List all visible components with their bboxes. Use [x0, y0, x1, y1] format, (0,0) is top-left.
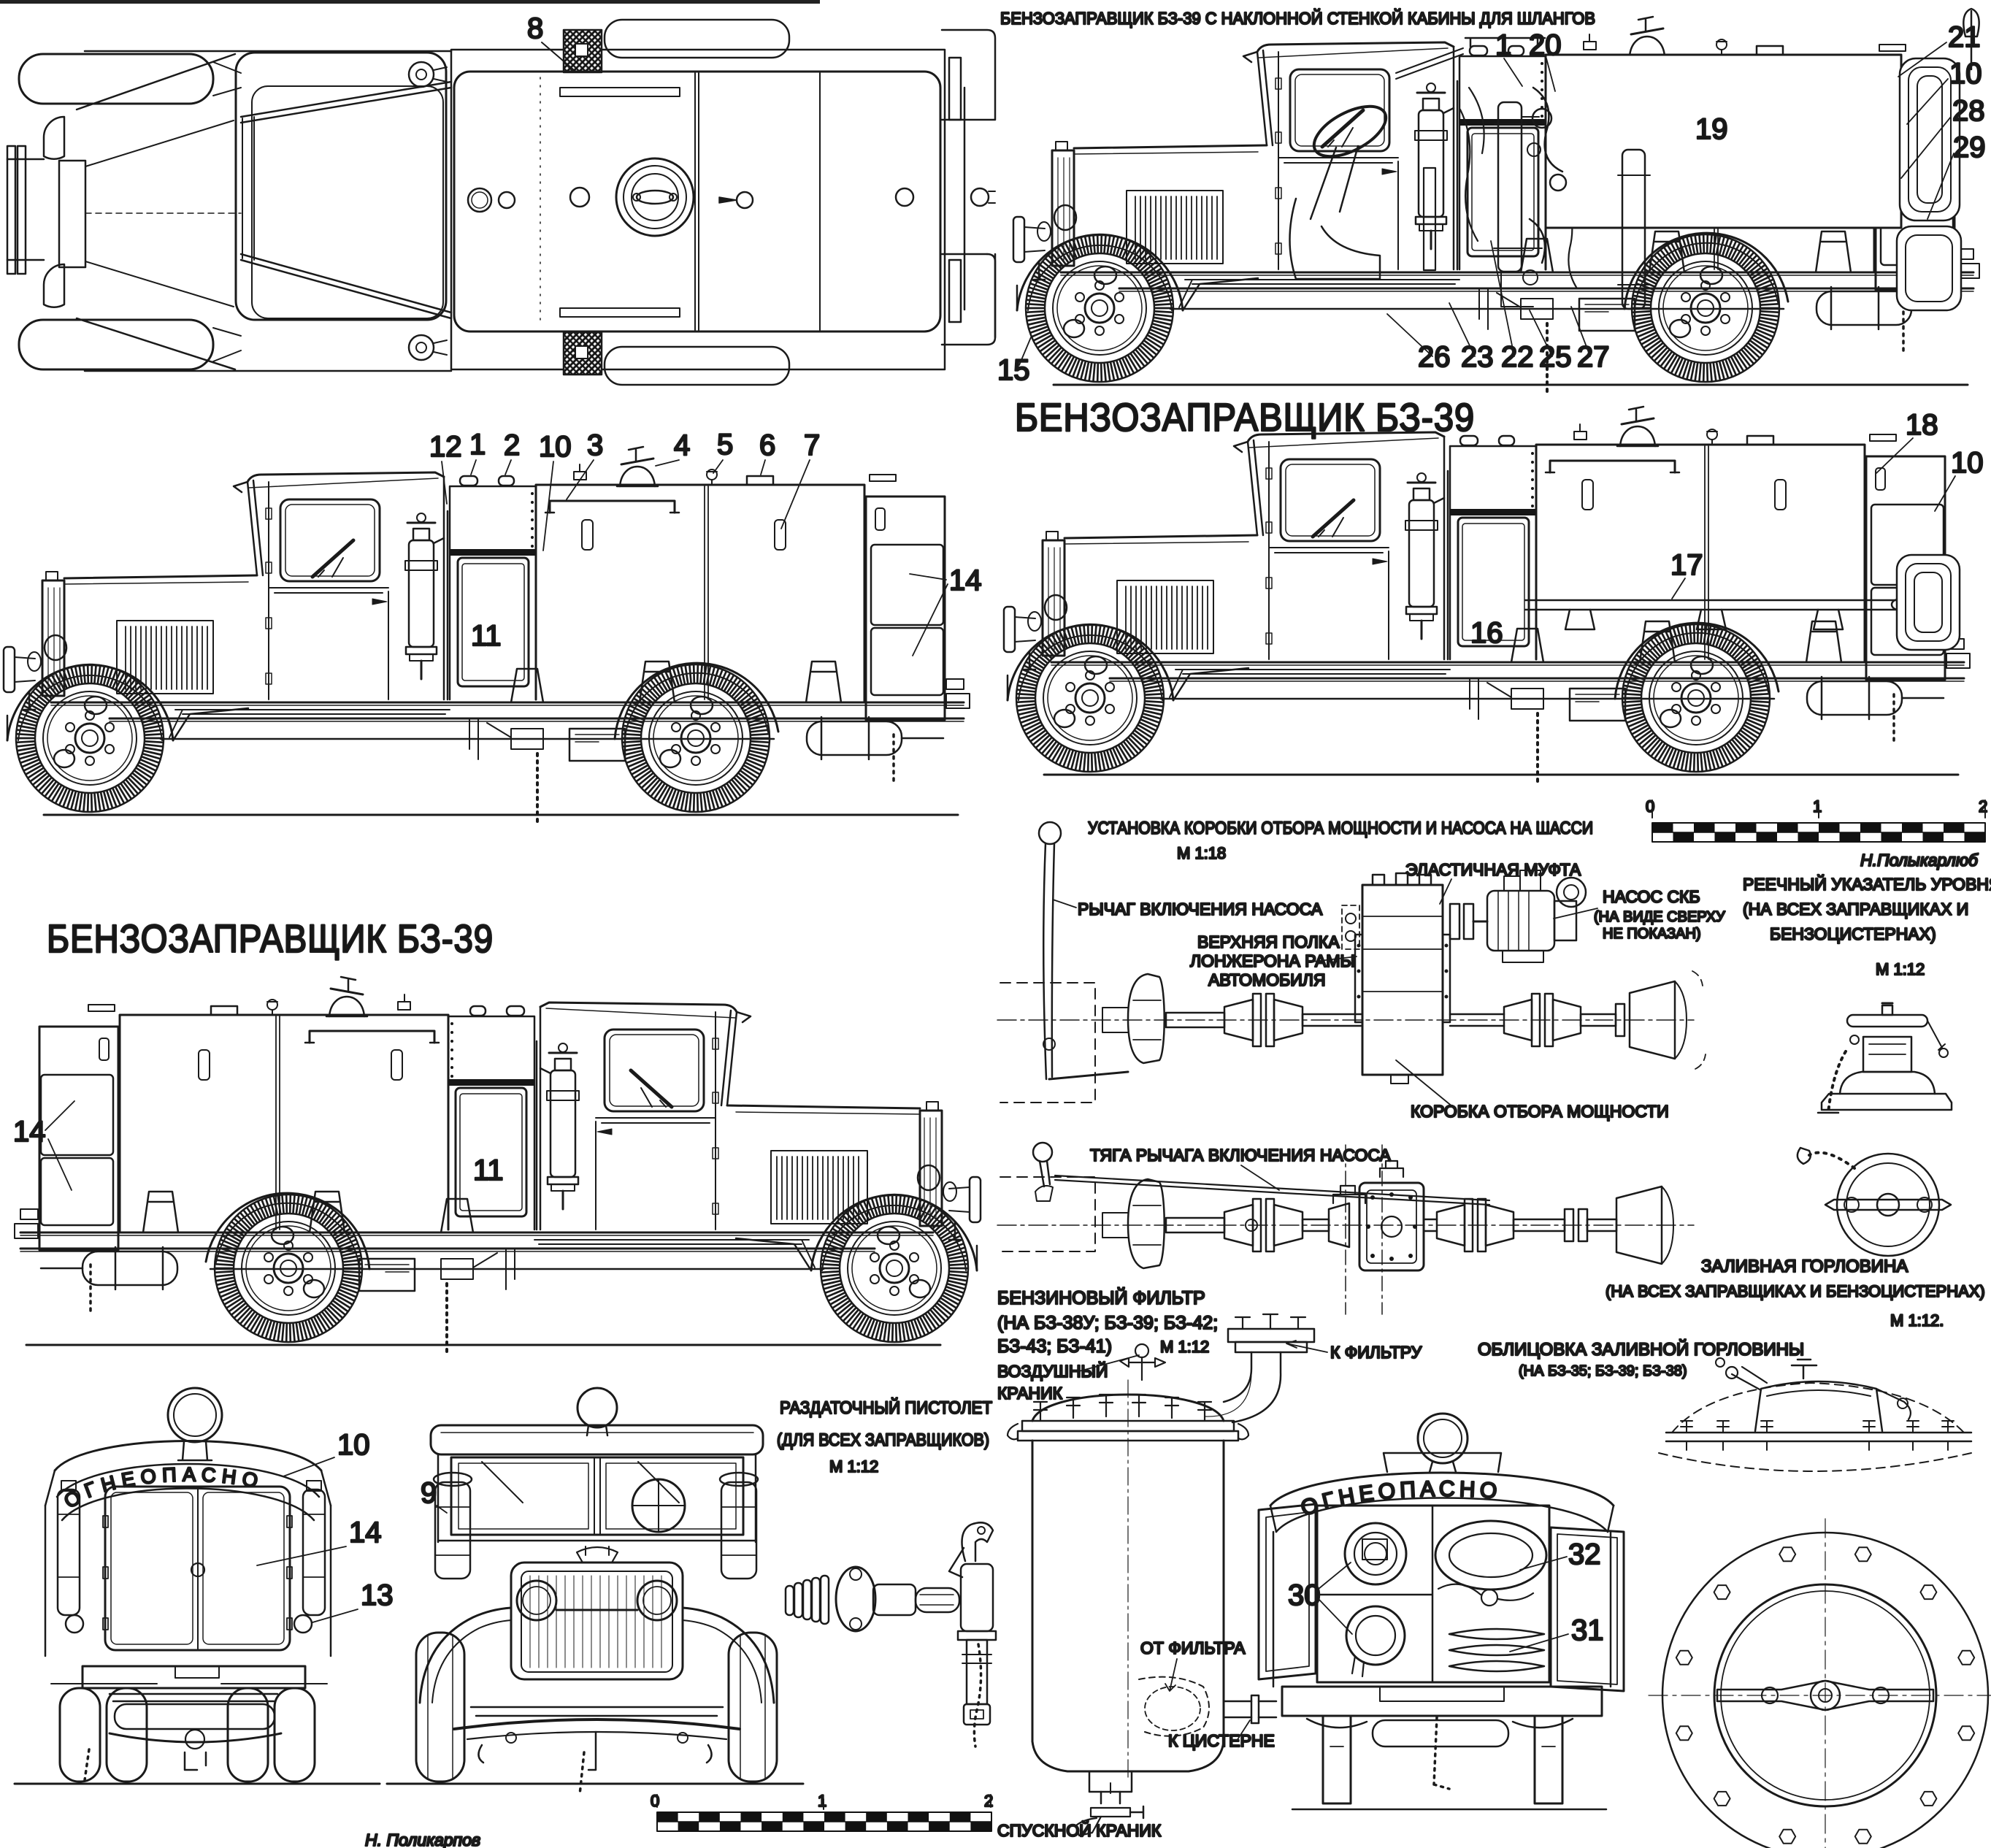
svg-text:10: 10: [1949, 58, 1982, 90]
svg-text:16: 16: [1470, 617, 1503, 649]
svg-text:14: 14: [13, 1116, 46, 1148]
svg-text:1: 1: [818, 1792, 826, 1810]
svg-text:РЫЧАГ ВКЛЮЧЕНИЯ НАСОСА: РЫЧАГ ВКЛЮЧЕНИЯ НАСОСА: [1078, 900, 1323, 919]
svg-text:0: 0: [651, 1792, 659, 1810]
svg-text:НАСОС СКБ: НАСОС СКБ: [1603, 887, 1700, 906]
svg-text:6: 6: [759, 429, 775, 461]
svg-text:Н. Поликарпов: Н. Поликарпов: [365, 1830, 480, 1848]
svg-text:29: 29: [1953, 131, 1986, 164]
svg-text:22: 22: [1501, 341, 1534, 373]
svg-text:32: 32: [1568, 1538, 1601, 1571]
svg-text:КРАНИК: КРАНИК: [997, 1384, 1063, 1403]
svg-text:23: 23: [1461, 341, 1494, 373]
svg-text:К ЦИСТЕРНЕ: К ЦИСТЕРНЕ: [1168, 1731, 1275, 1750]
svg-text:1: 1: [1813, 797, 1822, 816]
svg-text:ОТ ФИЛЬТРА: ОТ ФИЛЬТРА: [1140, 1638, 1246, 1657]
svg-text:КОРОБКА ОТБОРА МОЩНОСТИ: КОРОБКА ОТБОРА МОЩНОСТИ: [1411, 1102, 1669, 1121]
svg-text:19: 19: [1695, 113, 1728, 145]
svg-text:2: 2: [984, 1792, 993, 1810]
svg-text:10: 10: [337, 1429, 370, 1461]
svg-text:8: 8: [527, 12, 543, 45]
svg-text:РЕЕЧНЫЙ УКАЗАТЕЛЬ УРОВНЯ: РЕЕЧНЫЙ УКАЗАТЕЛЬ УРОВНЯ: [1743, 874, 1991, 894]
svg-text:7: 7: [804, 429, 820, 461]
svg-text:1: 1: [469, 429, 486, 461]
svg-text:ТЯГА РЫЧАГА ВКЛЮЧЕНИЯ НАСОСА: ТЯГА РЫЧАГА ВКЛЮЧЕНИЯ НАСОСА: [1090, 1146, 1391, 1165]
svg-text:РАЗДАТОЧНЫЙ ПИСТОЛЕТ: РАЗДАТОЧНЫЙ ПИСТОЛЕТ: [780, 1397, 992, 1418]
svg-text:ОГНЕОПАСНО: ОГНЕОПАСНО: [1297, 1477, 1502, 1521]
svg-text:НЕ ПОКАЗАН): НЕ ПОКАЗАН): [1603, 926, 1701, 942]
svg-text:15: 15: [997, 354, 1030, 386]
svg-text:ОБЛИЦОВКА ЗАЛИВНОЙ ГОРЛОВИНЫ: ОБЛИЦОВКА ЗАЛИВНОЙ ГОРЛОВИНЫ: [1478, 1339, 1804, 1360]
svg-text:1: 1: [1495, 29, 1511, 61]
svg-text:М 1:12: М 1:12: [1876, 960, 1925, 978]
svg-text:28: 28: [1952, 95, 1985, 127]
svg-text:М 1:18: М 1:18: [1177, 844, 1226, 862]
svg-text:10: 10: [539, 431, 572, 463]
svg-text:18: 18: [1906, 409, 1938, 441]
svg-text:БЕНЗОЗАПРАВЩИК БЗ-39 С НАКЛОНН: БЕНЗОЗАПРАВЩИК БЗ-39 С НАКЛОННОЙ СТЕНКОЙ…: [1000, 8, 1595, 28]
svg-text:13: 13: [361, 1579, 394, 1611]
svg-text:АВТОМОБИЛЯ: АВТОМОБИЛЯ: [1208, 970, 1325, 989]
svg-text:12: 12: [429, 431, 462, 463]
svg-text:ОГНЕОПАСНО: ОГНЕОПАСНО: [60, 1463, 265, 1512]
svg-text:БЗ-43; БЗ-41): БЗ-43; БЗ-41): [997, 1336, 1112, 1357]
svg-text:25: 25: [1539, 341, 1572, 373]
svg-text:3: 3: [587, 429, 603, 461]
svg-text:14: 14: [949, 564, 982, 597]
svg-text:БЕНЗОЗАПРАВЩИК БЗ-39: БЕНЗОЗАПРАВЩИК БЗ-39: [47, 917, 494, 961]
svg-text:11: 11: [473, 1154, 504, 1186]
svg-text:2: 2: [504, 429, 520, 461]
svg-text:11: 11: [471, 620, 502, 652]
svg-text:БЕНЗИНОВЫЙ ФИЛЬТР: БЕНЗИНОВЫЙ ФИЛЬТР: [997, 1287, 1205, 1308]
svg-text:Н.Полыкарлюб: Н.Полыкарлюб: [1860, 851, 1979, 870]
svg-text:4: 4: [674, 429, 690, 461]
svg-text:(НА ВСЕХ ЗАПРАВЩИКАХ И: (НА ВСЕХ ЗАПРАВЩИКАХ И: [1743, 900, 1968, 919]
svg-text:31: 31: [1571, 1614, 1604, 1646]
svg-text:(НА ВСЕХ ЗАПРАВЩИКАХ И БЕНЗОЦИ: (НА ВСЕХ ЗАПРАВЩИКАХ И БЕНЗОЦИСТЕРНАХ): [1606, 1282, 1985, 1300]
svg-text:2: 2: [1979, 797, 1987, 816]
svg-text:(НА ВИДЕ СВЕРХУ: (НА ВИДЕ СВЕРХУ: [1594, 909, 1725, 925]
svg-text:ЛОНЖЕРОНА РАМЫ: ЛОНЖЕРОНА РАМЫ: [1190, 951, 1355, 970]
svg-text:УСТАНОВКА КОРОБКИ ОТБОРА МОЩНО: УСТАНОВКА КОРОБКИ ОТБОРА МОЩНОСТИ И НАСО…: [1088, 818, 1593, 838]
svg-text:ЭЛАСТИЧНАЯ МУФТА: ЭЛАСТИЧНАЯ МУФТА: [1405, 860, 1581, 879]
svg-text:10: 10: [1951, 447, 1984, 479]
svg-text:М 1:12: М 1:12: [1160, 1338, 1209, 1356]
svg-text:ВОЗДУШНЫЙ: ВОЗДУШНЫЙ: [997, 1361, 1108, 1381]
svg-text:К ФИЛЬТРУ: К ФИЛЬТРУ: [1330, 1343, 1422, 1362]
svg-text:0: 0: [1646, 797, 1654, 816]
svg-text:(НА БЗ-35; БЗ-39; БЗ-38): (НА БЗ-35; БЗ-39; БЗ-38): [1519, 1363, 1687, 1379]
svg-text:БЕНЗОЦИСТЕРНАХ): БЕНЗОЦИСТЕРНАХ): [1770, 924, 1936, 943]
svg-text:21: 21: [1948, 21, 1981, 53]
svg-text:(ДЛЯ ВСЕХ ЗАПРАВЩИКОВ): (ДЛЯ ВСЕХ ЗАПРАВЩИКОВ): [777, 1430, 989, 1450]
svg-text:9: 9: [421, 1477, 437, 1509]
svg-text:26: 26: [1418, 341, 1451, 373]
svg-text:14: 14: [349, 1517, 382, 1549]
svg-text:17: 17: [1670, 549, 1703, 581]
svg-text:ЗАЛИВНАЯ ГОРЛОВИНА: ЗАЛИВНАЯ ГОРЛОВИНА: [1701, 1257, 1908, 1276]
svg-text:5: 5: [717, 429, 733, 461]
svg-text:БЕНЗОЗАПРАВЩИК БЗ-39: БЕНЗОЗАПРАВЩИК БЗ-39: [1015, 396, 1475, 440]
svg-text:М 1:12.: М 1:12.: [1890, 1311, 1944, 1330]
svg-text:27: 27: [1577, 341, 1610, 373]
svg-text:М 1:12: М 1:12: [829, 1457, 878, 1476]
svg-text:20: 20: [1529, 29, 1562, 61]
svg-text:(НА БЗ-38У; БЗ-39; БЗ-42;: (НА БЗ-38У; БЗ-39; БЗ-42;: [997, 1313, 1218, 1333]
svg-text:СПУСКНОЙ КРАНИК: СПУСКНОЙ КРАНИК: [997, 1820, 1162, 1840]
svg-text:ВЕРХНЯЯ ПОЛКА: ВЕРХНЯЯ ПОЛКА: [1197, 932, 1340, 951]
svg-text:30: 30: [1288, 1579, 1321, 1611]
